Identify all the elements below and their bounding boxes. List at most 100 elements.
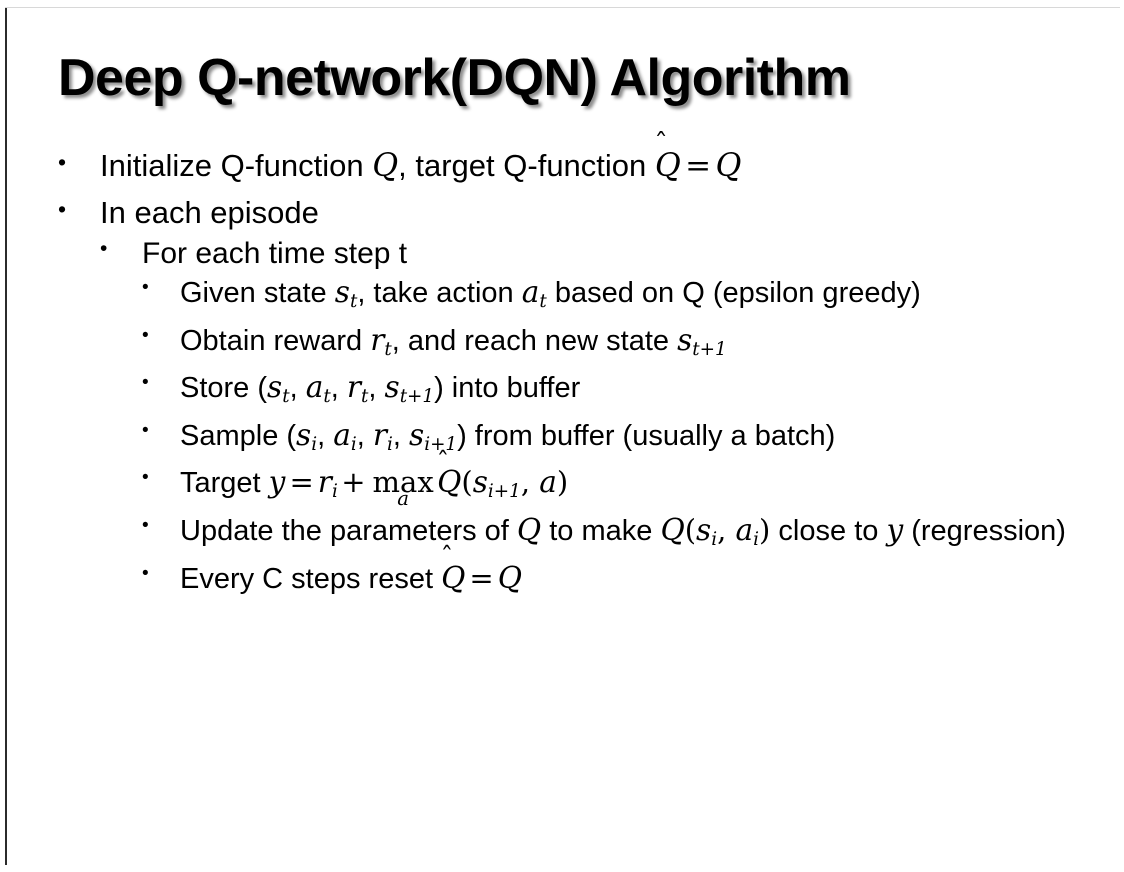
slide-body: • Initialize Q-function Q, target Q-func… (58, 146, 1108, 606)
list-item-target-equation: • Target y=ri+maxâQ(si+1, a) (142, 463, 1108, 507)
math-equals: = (289, 465, 314, 500)
bullet-glyph: • (142, 324, 149, 346)
math-subscript: i (350, 434, 357, 456)
bullet-glyph: • (142, 419, 149, 441)
math-var-s: si (296, 418, 317, 454)
list-item-store-buffer: • Store (st, at, rt, st+1) into buffer (142, 368, 1108, 408)
math-subscript: i (711, 529, 718, 551)
text-run: Store ( (180, 372, 268, 405)
math-var-q-base: Q (441, 560, 466, 595)
math-subscript: i (753, 529, 760, 551)
math-equals: = (469, 560, 494, 595)
list-item-text: Every C steps reset ̂Q=Q (180, 559, 1108, 599)
list-item-obtain-reward: • Obtain reward rt, and reach new state … (142, 321, 1108, 361)
math-var-q: Q (715, 148, 742, 184)
text-run: to make (541, 515, 661, 548)
math-var-q: Q (516, 513, 542, 548)
slide-frame-top-line (5, 7, 1120, 8)
math-var-y: y (268, 465, 286, 500)
text-run: , (368, 372, 385, 405)
text-run: , target Q-function (398, 148, 655, 183)
text-run: based on Q (epsilon greedy) (546, 277, 921, 310)
math-var-a-base: a (305, 370, 324, 405)
math-var-r: rt (346, 370, 369, 406)
bullet-glyph: • (58, 149, 67, 175)
math-var-s-base: s (267, 370, 283, 405)
math-var-r: rt (370, 322, 392, 360)
list-item-text: Target y=ri+maxâQ(si+1, a) (180, 463, 1108, 507)
math-var-r: ri (317, 465, 338, 501)
text-run: , (317, 419, 334, 452)
math-var-s: st+1 (384, 370, 435, 408)
list-item-initialize: • Initialize Q-function Q, target Q-func… (58, 146, 1108, 188)
math-var-a-base: a (521, 275, 540, 310)
list-item-text: In each episode (100, 194, 319, 230)
math-paren-close: ) (556, 465, 569, 500)
math-var-r-base: r (370, 322, 385, 357)
math-var-r-base: r (346, 370, 361, 405)
bullet-list-level-3: • Given state st, take action at based o… (142, 273, 1108, 598)
math-var-s: st (334, 275, 358, 313)
text-run: , (330, 372, 347, 405)
math-var-a: a (539, 465, 557, 500)
text-run: ) into buffer (434, 372, 581, 405)
math-var-q-base: Q (437, 465, 462, 500)
math-var-q: Q (372, 148, 399, 184)
bullet-glyph: • (142, 372, 149, 394)
text-run: Target (180, 467, 269, 500)
math-max-limit: a (397, 486, 409, 510)
math-subscript: i+1 (424, 434, 458, 456)
text-run: , take action (357, 277, 522, 310)
math-var-a: at (521, 275, 547, 313)
math-var-s-base: s (677, 322, 693, 357)
text-run: , (356, 419, 373, 452)
math-comma: , (520, 465, 540, 500)
math-subscript: t (323, 386, 331, 408)
bullet-glyph: • (142, 277, 149, 299)
bullet-glyph: • (142, 515, 149, 537)
math-paren-close: ) (759, 513, 771, 548)
math-var-a: ai (333, 417, 357, 456)
text-run: Update the parameters of (180, 515, 517, 548)
math-max-label: max (372, 465, 434, 500)
math-subscript: t+1 (399, 386, 435, 408)
math-plus: + (341, 465, 366, 500)
math-paren-open: ( (684, 513, 697, 548)
math-subscript: t (349, 291, 358, 313)
math-var-r-base: r (372, 417, 388, 452)
math-var-s-base: s (696, 513, 712, 548)
list-item-sample-buffer: • Sample (si, ai, ri, si+1) from buffer … (142, 416, 1108, 456)
slide-title: Deep Q-network(DQN) Algorithm (58, 49, 851, 107)
math-var-r-base: r (317, 465, 332, 500)
list-item-text: Update the parameters of Q to make Q(si,… (180, 511, 1108, 551)
math-var-s-base: s (384, 370, 400, 405)
text-run: , (392, 419, 410, 452)
math-subscript: t (539, 291, 547, 313)
math-subscript: i (331, 481, 338, 503)
bullet-list-level-1: • Initialize Q-function Q, target Q-func… (58, 146, 1108, 598)
list-item-in-each-episode: • In each episode • For each time step t… (58, 193, 1108, 598)
math-var-s-base: s (472, 465, 488, 500)
text-run: Given state (180, 277, 335, 310)
math-var-y: y (886, 513, 904, 548)
math-subscript: t (282, 386, 290, 408)
math-var-q-hat: ̂Q (441, 559, 465, 598)
math-var-s-base: s (334, 275, 350, 310)
math-var-s-base: s (409, 417, 425, 452)
text-run: close to (770, 515, 887, 548)
list-item-text: Initialize Q-function Q, target Q-functi… (100, 146, 1108, 188)
math-var-a: at (305, 370, 331, 408)
list-item-text: For each time step t (142, 236, 408, 270)
math-var-q-hat: ̂Q (655, 146, 681, 188)
bullet-glyph: • (142, 562, 149, 584)
text-run: Obtain reward (180, 324, 371, 357)
text-run: , and reach new state (391, 324, 678, 357)
list-item-text: Store (st, at, rt, st+1) into buffer (180, 368, 1108, 408)
list-item-update-parameters: • Update the parameters of Q to make Q(s… (142, 511, 1108, 551)
math-subscript: t (384, 338, 392, 360)
text-run: Every C steps reset (180, 562, 442, 595)
list-item-given-state: • Given state st, take action at based o… (142, 273, 1108, 313)
slide-frame-left-line (5, 7, 7, 865)
math-var-a-base: a (333, 417, 351, 452)
